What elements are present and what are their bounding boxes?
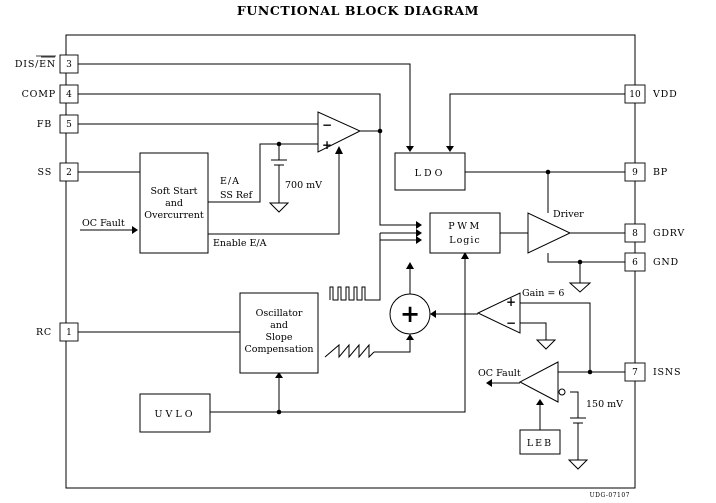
soft-start-block: Soft Start and Overcurrent — [139, 152, 209, 254]
leb-block: LEB — [519, 429, 561, 455]
current-sense-amplifier: + − — [476, 292, 521, 334]
pwm-line-1: PWM — [448, 221, 481, 232]
ref-150mv-label: 150 mV — [586, 399, 623, 410]
summing-node: + — [389, 293, 431, 335]
summer-plus-sign: + — [400, 299, 420, 328]
diagram-title: FUNCTIONAL BLOCK DIAGRAM — [237, 3, 479, 18]
pin-gdrv: 8 GDRV — [624, 223, 685, 243]
wiring — [78, 63, 625, 470]
left-pins: DIS/EN 3 COMP 4 FB 5 SS 2 RC 1 — [15, 54, 79, 342]
document-id: UDG-07107 — [590, 492, 630, 499]
oc-fault-input-label: OC Fault — [82, 218, 125, 229]
error-amplifier: − + — [317, 111, 362, 153]
pin-label-dis-en: DIS/EN — [15, 59, 56, 70]
pin-label-gnd: GND — [653, 257, 679, 268]
pin-number-rc: 1 — [66, 328, 72, 338]
soft-start-line-2: and — [165, 198, 183, 209]
gate-driver — [527, 212, 572, 254]
oscillator-block: Oscillator and Slope Compensation — [239, 292, 319, 374]
pin-fb: FB 5 — [37, 114, 79, 134]
oscillator-line-4: Compensation — [244, 344, 313, 355]
pin-number-gdrv: 8 — [632, 229, 638, 239]
pwm-logic-block: PWM Logic — [429, 212, 501, 254]
pin-number-ss: 2 — [66, 168, 72, 178]
pin-label-rc: RC — [36, 327, 52, 338]
pin-label-isns: ISNS — [653, 367, 681, 378]
pin-number-bp: 9 — [632, 168, 638, 178]
oscillator-line-3: Slope — [266, 332, 293, 343]
ldo-label: LDO — [415, 168, 446, 179]
oc-fault-output-label: OC Fault — [478, 368, 521, 379]
driver-label: Driver — [553, 209, 584, 220]
leb-label: LEB — [527, 438, 553, 449]
gain-amp-plus-sign: + — [506, 295, 516, 309]
pin-label-ss: SS — [38, 167, 52, 178]
right-pins: 10 VDD 9 BP 8 GDRV 6 GND 7 ISNS — [624, 84, 685, 382]
gain-label: Gain = 6 — [522, 288, 564, 299]
pin-vdd: 10 VDD — [624, 84, 678, 104]
pin-number-fb: 5 — [66, 120, 72, 130]
soft-start-line-1: Soft Start — [151, 186, 198, 197]
oscillator-line-1: Oscillator — [256, 308, 303, 319]
pin-gnd: 6 GND — [624, 252, 679, 272]
ea-label: E/A — [220, 176, 240, 187]
ea-plus-sign: + — [322, 138, 332, 152]
pin-dis-en: DIS/EN 3 — [15, 54, 79, 74]
pin-number-vdd: 10 — [629, 90, 641, 100]
pin-label-vdd: VDD — [652, 89, 678, 100]
pin-label-bp: BP — [653, 167, 668, 178]
pin-isns: 7 ISNS — [624, 362, 681, 382]
pwm-line-2: Logic — [449, 235, 480, 246]
ea-minus-sign: − — [322, 118, 332, 132]
pin-number-dis-en: 3 — [66, 60, 72, 70]
gain-amp-minus-sign: − — [506, 316, 516, 330]
overcurrent-comparator — [518, 361, 566, 403]
pin-number-isns: 7 — [632, 368, 638, 378]
uvlo-block: UVLO — [139, 393, 211, 433]
soft-start-line-3: Overcurrent — [144, 210, 204, 221]
pin-label-fb: FB — [37, 119, 52, 130]
pin-label-gdrv: GDRV — [653, 228, 685, 239]
pin-label-comp: COMP — [22, 89, 56, 100]
pin-bp: 9 BP — [624, 162, 668, 182]
pin-rc: RC 1 — [36, 322, 79, 342]
ldo-block: LDO — [394, 152, 466, 191]
enable-ea-label: Enable E/A — [213, 238, 267, 249]
ss-ref-label: SS Ref — [220, 190, 254, 201]
pin-comp: COMP 4 — [22, 84, 79, 104]
pin-number-gnd: 6 — [632, 258, 638, 268]
pin-number-comp: 4 — [66, 90, 72, 100]
pin-ss: SS 2 — [38, 162, 79, 182]
oscillator-line-2: and — [270, 320, 288, 331]
ref-700mv-label: 700 mV — [285, 180, 322, 191]
uvlo-label: UVLO — [155, 409, 196, 420]
